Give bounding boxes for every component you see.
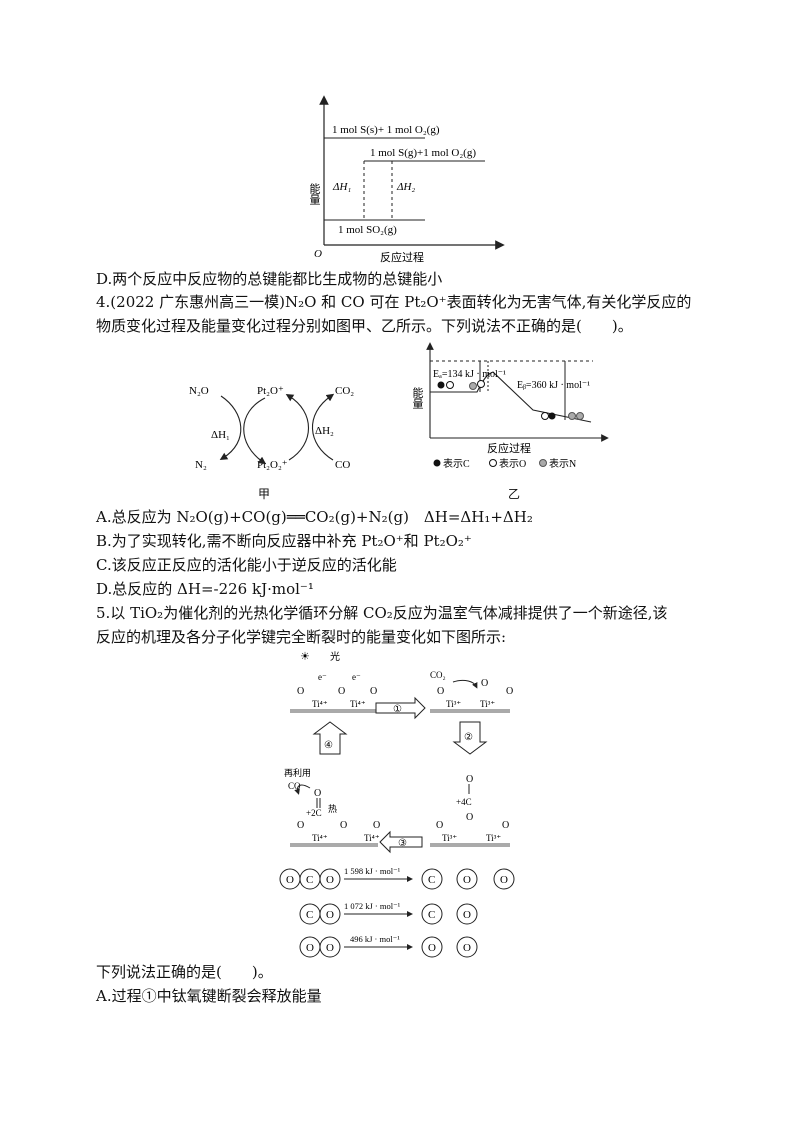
svg-text:O: O [437, 686, 444, 697]
figure-yi-energy: Eₐ=134 kJ · mol⁻¹ Eᵦ=360 kJ · mol⁻¹ 能量 反… [411, 342, 609, 470]
caption-yi: 乙 [508, 487, 521, 501]
ti3-label-4: Ti³⁺ [486, 833, 501, 843]
tio2-cycle-diagram: 光 ☀ O O O e⁻ e⁻ Ti⁴⁺ Ti⁴⁺ ① CO₂ O O O Ti… [279, 650, 515, 958]
ti3-label-3: Ti³⁺ [442, 833, 457, 843]
legend-o: 表示O [499, 457, 526, 470]
y-axis-label: 能量 [308, 182, 321, 205]
step-3-label: ③ [398, 838, 407, 849]
atom-o: O [306, 942, 314, 954]
q4-option-d: D.总反应的 ΔH=-226 kJ·mol⁻¹ [96, 580, 314, 598]
ti4-label-2: Ti⁴⁺ [350, 699, 366, 709]
heat-label: 热 [328, 803, 337, 814]
origin-label: O [314, 248, 322, 260]
q4-stem-line1: 4.(2022 广东惠州高三一模)N₂O 和 CO 可在 Pt₂O⁺表面转化为无… [96, 293, 692, 311]
atom-o: O [428, 942, 436, 954]
electron-label-1: e⁻ [318, 672, 327, 682]
x-axis-label: 反应过程 [380, 250, 424, 264]
svg-text:O: O [338, 686, 345, 697]
atom-o: O [326, 874, 334, 886]
dh2-label: ΔH₂ [396, 181, 415, 193]
svg-text:O: O [340, 820, 347, 831]
level-top-label: 1 mol S(s)+ 1 mol O₂(g) [332, 124, 440, 136]
svg-text:O: O [297, 820, 304, 831]
atom-o: O [286, 874, 294, 886]
svg-text:O: O [466, 812, 473, 823]
figure-jia-cycle: N₂O N₂ Pt₂O⁺ Pt₂O₂⁺ CO₂ CO ΔH₁ ΔH₂ [189, 385, 354, 471]
atom-o: O [463, 942, 471, 954]
pt2o-plus-label: Pt₂O⁺ [257, 385, 284, 397]
svg-text:O: O [436, 820, 443, 831]
q4-option-b: B.为了实现转化,需不断向反应器中补充 Pt₂O⁺和 Pt₂O₂⁺ [96, 532, 472, 550]
sun-icon: ☀ [300, 651, 310, 663]
co2-label: CO₂ [335, 385, 354, 397]
q4-option-c: C.该反应正反应的活化能小于逆反应的活化能 [96, 556, 397, 574]
ti4-label-1: Ti⁴⁺ [312, 699, 328, 709]
jia-dh1-label: ΔH₁ [211, 429, 230, 441]
atom-o: O [326, 942, 334, 954]
q5-question-stem: 下列说法正确的是( )。 [96, 963, 273, 981]
svg-text:O: O [370, 686, 377, 697]
level-bottom-label: 1 mol SO₂(g) [338, 224, 397, 236]
atom-o: O [463, 874, 471, 886]
atom-o: O [326, 909, 334, 921]
eb-label: Eᵦ=360 kJ · mol⁻¹ [517, 380, 590, 391]
co-out-label: CO [288, 781, 301, 791]
atom-c: C [306, 909, 313, 921]
n2o-label: N₂O [189, 385, 209, 397]
atom-o: O [463, 909, 471, 921]
energy-co: 1 072 kJ · mol⁻¹ [344, 901, 401, 911]
svg-text:+2C: +2C [306, 808, 322, 818]
q5-stem-line2: 反应的机理及各分子化学键完全断裂时的能量变化如下图所示: [96, 628, 507, 646]
level-mid-label: 1 mol S(g)+1 mol O₂(g) [370, 147, 476, 159]
q5-option-a: A.过程①中钛氧键断裂会释放能量 [96, 987, 322, 1005]
svg-text:O: O [502, 820, 509, 831]
jia-dh2-label: ΔH₂ [315, 425, 334, 437]
co-label: CO [335, 459, 350, 471]
legend-c: 表示C [443, 457, 470, 470]
ti4-label-4: Ti⁴⁺ [364, 833, 380, 843]
light-label: 光 [330, 650, 340, 663]
co2-in-label: CO₂ [430, 670, 446, 680]
ti3-label-1: Ti³⁺ [446, 699, 461, 709]
n2-label: N₂ [195, 459, 207, 471]
reuse-label: 再利用 [284, 767, 311, 778]
atom-c: C [428, 909, 435, 921]
ti4-label-3: Ti⁴⁺ [312, 833, 328, 843]
energy-oco: 1 598 kJ · mol⁻¹ [344, 866, 401, 876]
q4-stem-line2: 物质变化过程及能量变化过程分别如图甲、乙所示。下列说法不正确的是( )。 [96, 317, 633, 335]
legend-n: 表示N [549, 457, 576, 470]
svg-text:O: O [481, 678, 488, 689]
ti3-label-2: Ti³⁺ [480, 699, 495, 709]
q5-stem-line1: 5.以 TiO₂为催化剂的光热化学循环分解 CO₂反应为温室气体减排提供了一个新… [96, 604, 668, 622]
step-2-label: ② [464, 732, 473, 743]
energy-diagram-s-o2: 1 mol S(s)+ 1 mol O₂(g) 1 mol S(g)+1 mol… [308, 95, 505, 264]
energy-oo: 496 kJ · mol⁻¹ [350, 934, 400, 944]
atom-c: C [306, 874, 313, 886]
q4-option-a: A.总反应为 N₂O(g)+CO(g)══CO₂(g)+N₂(g) ΔH=ΔH₁… [96, 508, 533, 526]
caption-jia: 甲 [258, 487, 271, 501]
option-d-prev: D.两个反应中反应物的总键能都比生成物的总键能小 [96, 270, 443, 288]
atom-c: C [428, 874, 435, 886]
ea-label: Eₐ=134 kJ · mol⁻¹ [433, 369, 506, 380]
svg-text:O: O [297, 686, 304, 697]
step-4-label: ④ [324, 740, 333, 751]
dh1-label: ΔH₁ [332, 181, 351, 193]
svg-text:O: O [314, 788, 321, 799]
electron-label-2: e⁻ [352, 672, 361, 682]
yi-y-label: 能量 [411, 386, 424, 409]
step-1-label: ① [393, 704, 402, 715]
yi-x-label: 反应过程 [487, 441, 531, 455]
svg-text:O: O [373, 820, 380, 831]
svg-text:+4C: +4C [456, 797, 472, 807]
svg-text:O: O [506, 686, 513, 697]
atom-o: O [500, 874, 508, 886]
svg-text:O: O [466, 774, 473, 785]
